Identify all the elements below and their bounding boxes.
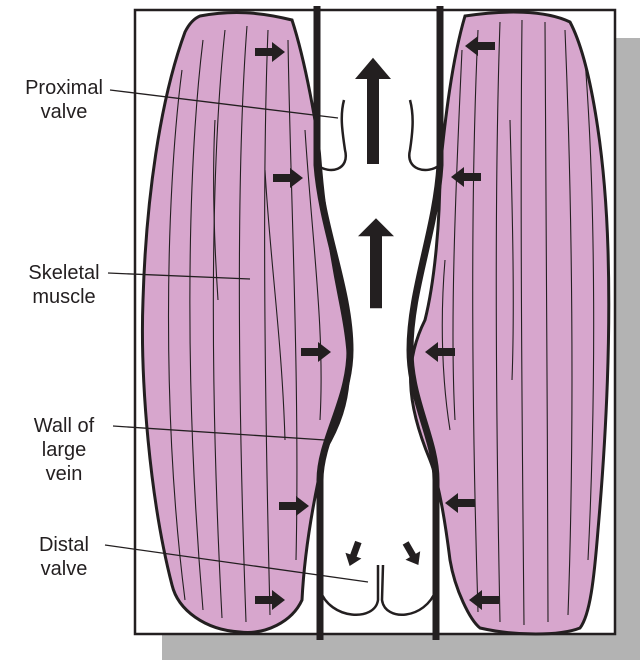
- label-wall-of-large-vein: Wall of large vein: [0, 414, 128, 486]
- label-distal-valve-line2: valve: [0, 557, 128, 581]
- label-distal-valve: Distal valve: [0, 533, 128, 581]
- label-skeletal-muscle: Skeletal muscle: [0, 261, 128, 309]
- label-proximal-valve: Proximal valve: [0, 76, 128, 124]
- label-wall-line2: large: [0, 438, 128, 462]
- label-skeletal-muscle-line1: Skeletal: [0, 261, 128, 285]
- label-distal-valve-line1: Distal: [0, 533, 128, 557]
- label-skeletal-muscle-line2: muscle: [0, 285, 128, 309]
- label-proximal-valve-line1: Proximal: [0, 76, 128, 100]
- label-wall-line1: Wall of: [0, 414, 128, 438]
- label-wall-line3: vein: [0, 462, 128, 486]
- label-proximal-valve-line2: valve: [0, 100, 128, 124]
